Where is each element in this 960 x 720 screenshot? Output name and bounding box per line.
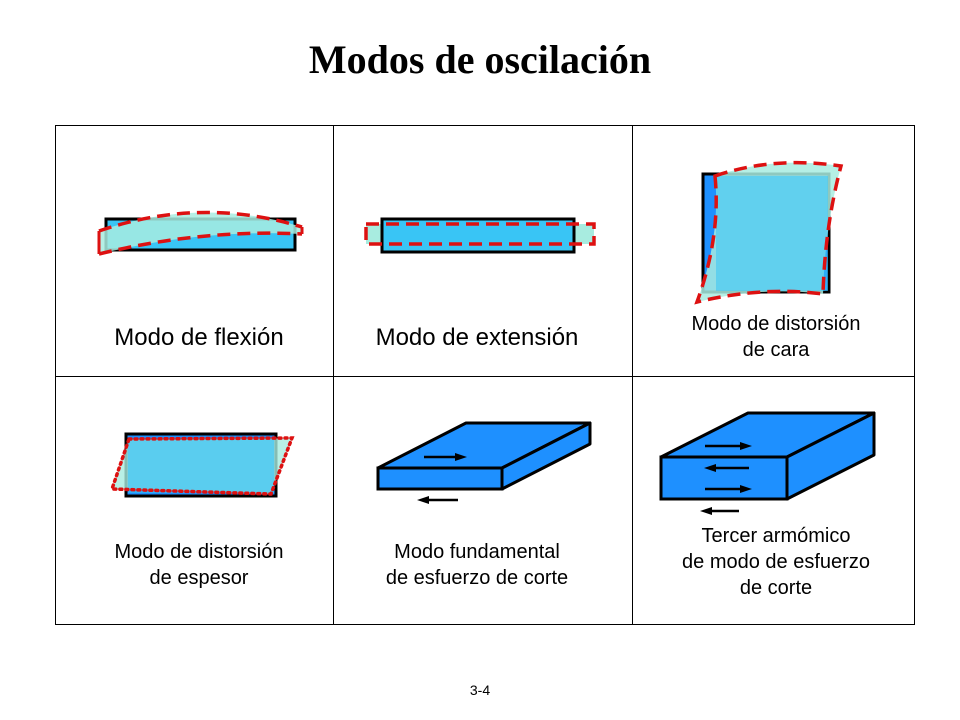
- grid-divider-vertical-2: [632, 126, 633, 624]
- cell-extension-mode: Modo de extensión: [334, 126, 620, 376]
- cell-fundamental-shear-mode: Modo fundamental de esfuerzo de corte: [334, 377, 620, 627]
- flexion-mode-diagram: [97, 210, 304, 256]
- third-harmonic-shear-diagram: [659, 411, 876, 515]
- deformed-outline-bottom: [98, 231, 303, 256]
- cell-label: Modo de distorsión de espesor: [56, 539, 342, 591]
- arrow-lower-head: [700, 507, 712, 515]
- slab-front-face: [376, 466, 504, 491]
- label-line: de corte: [739, 577, 813, 599]
- arrow-middle-head: [704, 464, 716, 472]
- label-line: Tercer armómico: [701, 525, 851, 547]
- cell-label: Modo fundamental de esfuerzo de corte: [334, 539, 620, 591]
- plate-deformed-fill: [99, 212, 302, 254]
- arrow-left-head: [417, 496, 429, 504]
- label-line: Modo de distorsión: [691, 313, 861, 335]
- page-title: Modos de oscilación: [308, 37, 652, 82]
- cell-thickness-distortion-mode: Modo de distorsión de espesor: [56, 377, 342, 627]
- deformed-outline: [109, 436, 295, 496]
- arrow-right-head: [455, 453, 467, 461]
- oscillation-modes-grid: Modo de flexión Modo de extensión Modo d…: [55, 125, 915, 625]
- slab-front-face: [659, 455, 789, 501]
- extension-mode-diagram: [364, 217, 596, 254]
- label-line: Modo de extensión: [375, 324, 579, 351]
- label-line: de espesor: [149, 567, 249, 589]
- cell-label: Modo de extensión: [334, 322, 620, 353]
- label-line: de cara: [742, 339, 810, 361]
- face-distortion-diagram: [694, 160, 844, 305]
- cell-face-distortion-mode: Modo de distorsión de cara: [633, 126, 919, 376]
- label-line: de modo de esfuerzo: [682, 551, 870, 573]
- label-line: de esfuerzo de corte: [385, 567, 569, 589]
- label-line: Modo de flexión: [114, 324, 284, 351]
- cell-flexion-mode: Modo de flexión: [56, 126, 342, 376]
- cell-third-harmonic-shear-mode: Tercer armómico de modo de esfuerzo de c…: [633, 377, 919, 627]
- deformed-outline-top: [98, 210, 303, 233]
- label-line: Modo de distorsión: [114, 541, 284, 563]
- label-line: Modo fundamental: [394, 541, 560, 563]
- page-number: 3-4: [469, 682, 491, 698]
- extended-outline: [364, 222, 596, 246]
- cell-label: Tercer armómico de modo de esfuerzo de c…: [633, 523, 919, 601]
- cell-label: Modo de distorsión de cara: [633, 311, 919, 363]
- grid-divider-horizontal: [56, 376, 914, 377]
- arrow-bottom-head: [740, 485, 752, 493]
- grid-divider-vertical-1: [333, 126, 334, 624]
- cell-label: Modo de flexión: [56, 322, 342, 353]
- plate-inner: [716, 176, 828, 291]
- thickness-distortion-diagram: [109, 432, 295, 498]
- plate-inner: [128, 439, 274, 493]
- arrow-top-head: [740, 442, 752, 450]
- fundamental-shear-diagram: [376, 421, 592, 504]
- deformed-outline: [694, 160, 844, 305]
